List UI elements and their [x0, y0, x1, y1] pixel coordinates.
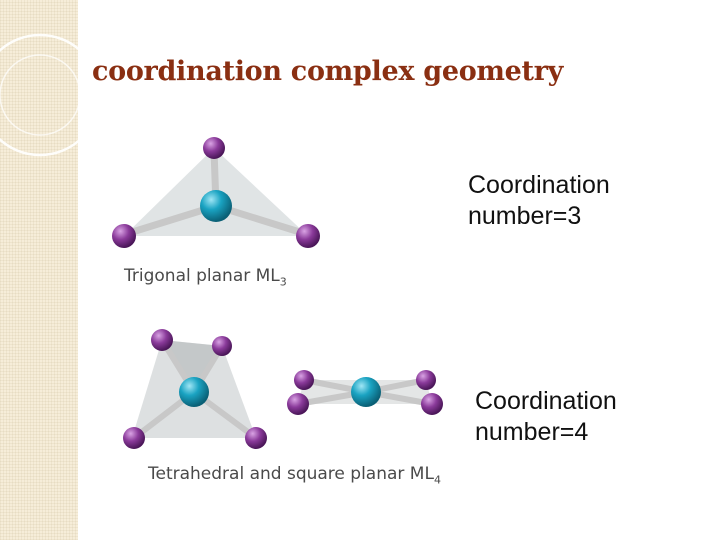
- metal-atom: [351, 377, 381, 407]
- ligand-atom: [416, 370, 436, 390]
- ligand-atom: [203, 137, 225, 159]
- square-planar-model: [287, 370, 443, 415]
- tetra-square-caption-text: Tetrahedral and square planar ML: [148, 464, 434, 484]
- slide-title: coordination complex geometry: [92, 56, 564, 87]
- coord4-line2: number=4: [475, 418, 589, 446]
- ligand-atom: [421, 393, 443, 415]
- decorative-circles: [0, 33, 78, 157]
- ligand-atom: [112, 224, 136, 248]
- ligand-atom: [123, 427, 145, 449]
- trigonal-planar-model: [112, 137, 320, 248]
- metal-atom: [200, 190, 232, 222]
- trigonal-caption-subscript: 3: [279, 275, 287, 289]
- tetra-square-caption: Tetrahedral and square planar ML4: [148, 464, 441, 486]
- ligand-atom: [245, 427, 267, 449]
- trigonal-caption-text: Trigonal planar ML: [124, 266, 280, 286]
- tetra-square-caption-subscript: 4: [433, 473, 441, 487]
- ligand-atom: [212, 336, 232, 356]
- coord4-line1: Coordination: [475, 387, 617, 415]
- ligand-atom: [151, 329, 173, 351]
- coord3-line1: Coordination: [468, 171, 610, 199]
- metal-atom: [179, 377, 209, 407]
- coordination-number-4: Coordination number=4: [475, 386, 617, 448]
- ligand-atom: [294, 370, 314, 390]
- ligand-atom: [287, 393, 309, 415]
- coordination-number-3: Coordination number=3: [468, 170, 610, 232]
- coord3-line2: number=3: [468, 202, 582, 230]
- trigonal-caption: Trigonal planar ML3: [124, 266, 287, 288]
- decorative-sidebar: [0, 0, 78, 540]
- tetrahedron-face: [162, 340, 222, 392]
- tetrahedral-model: [123, 329, 267, 449]
- ligand-atom: [296, 224, 320, 248]
